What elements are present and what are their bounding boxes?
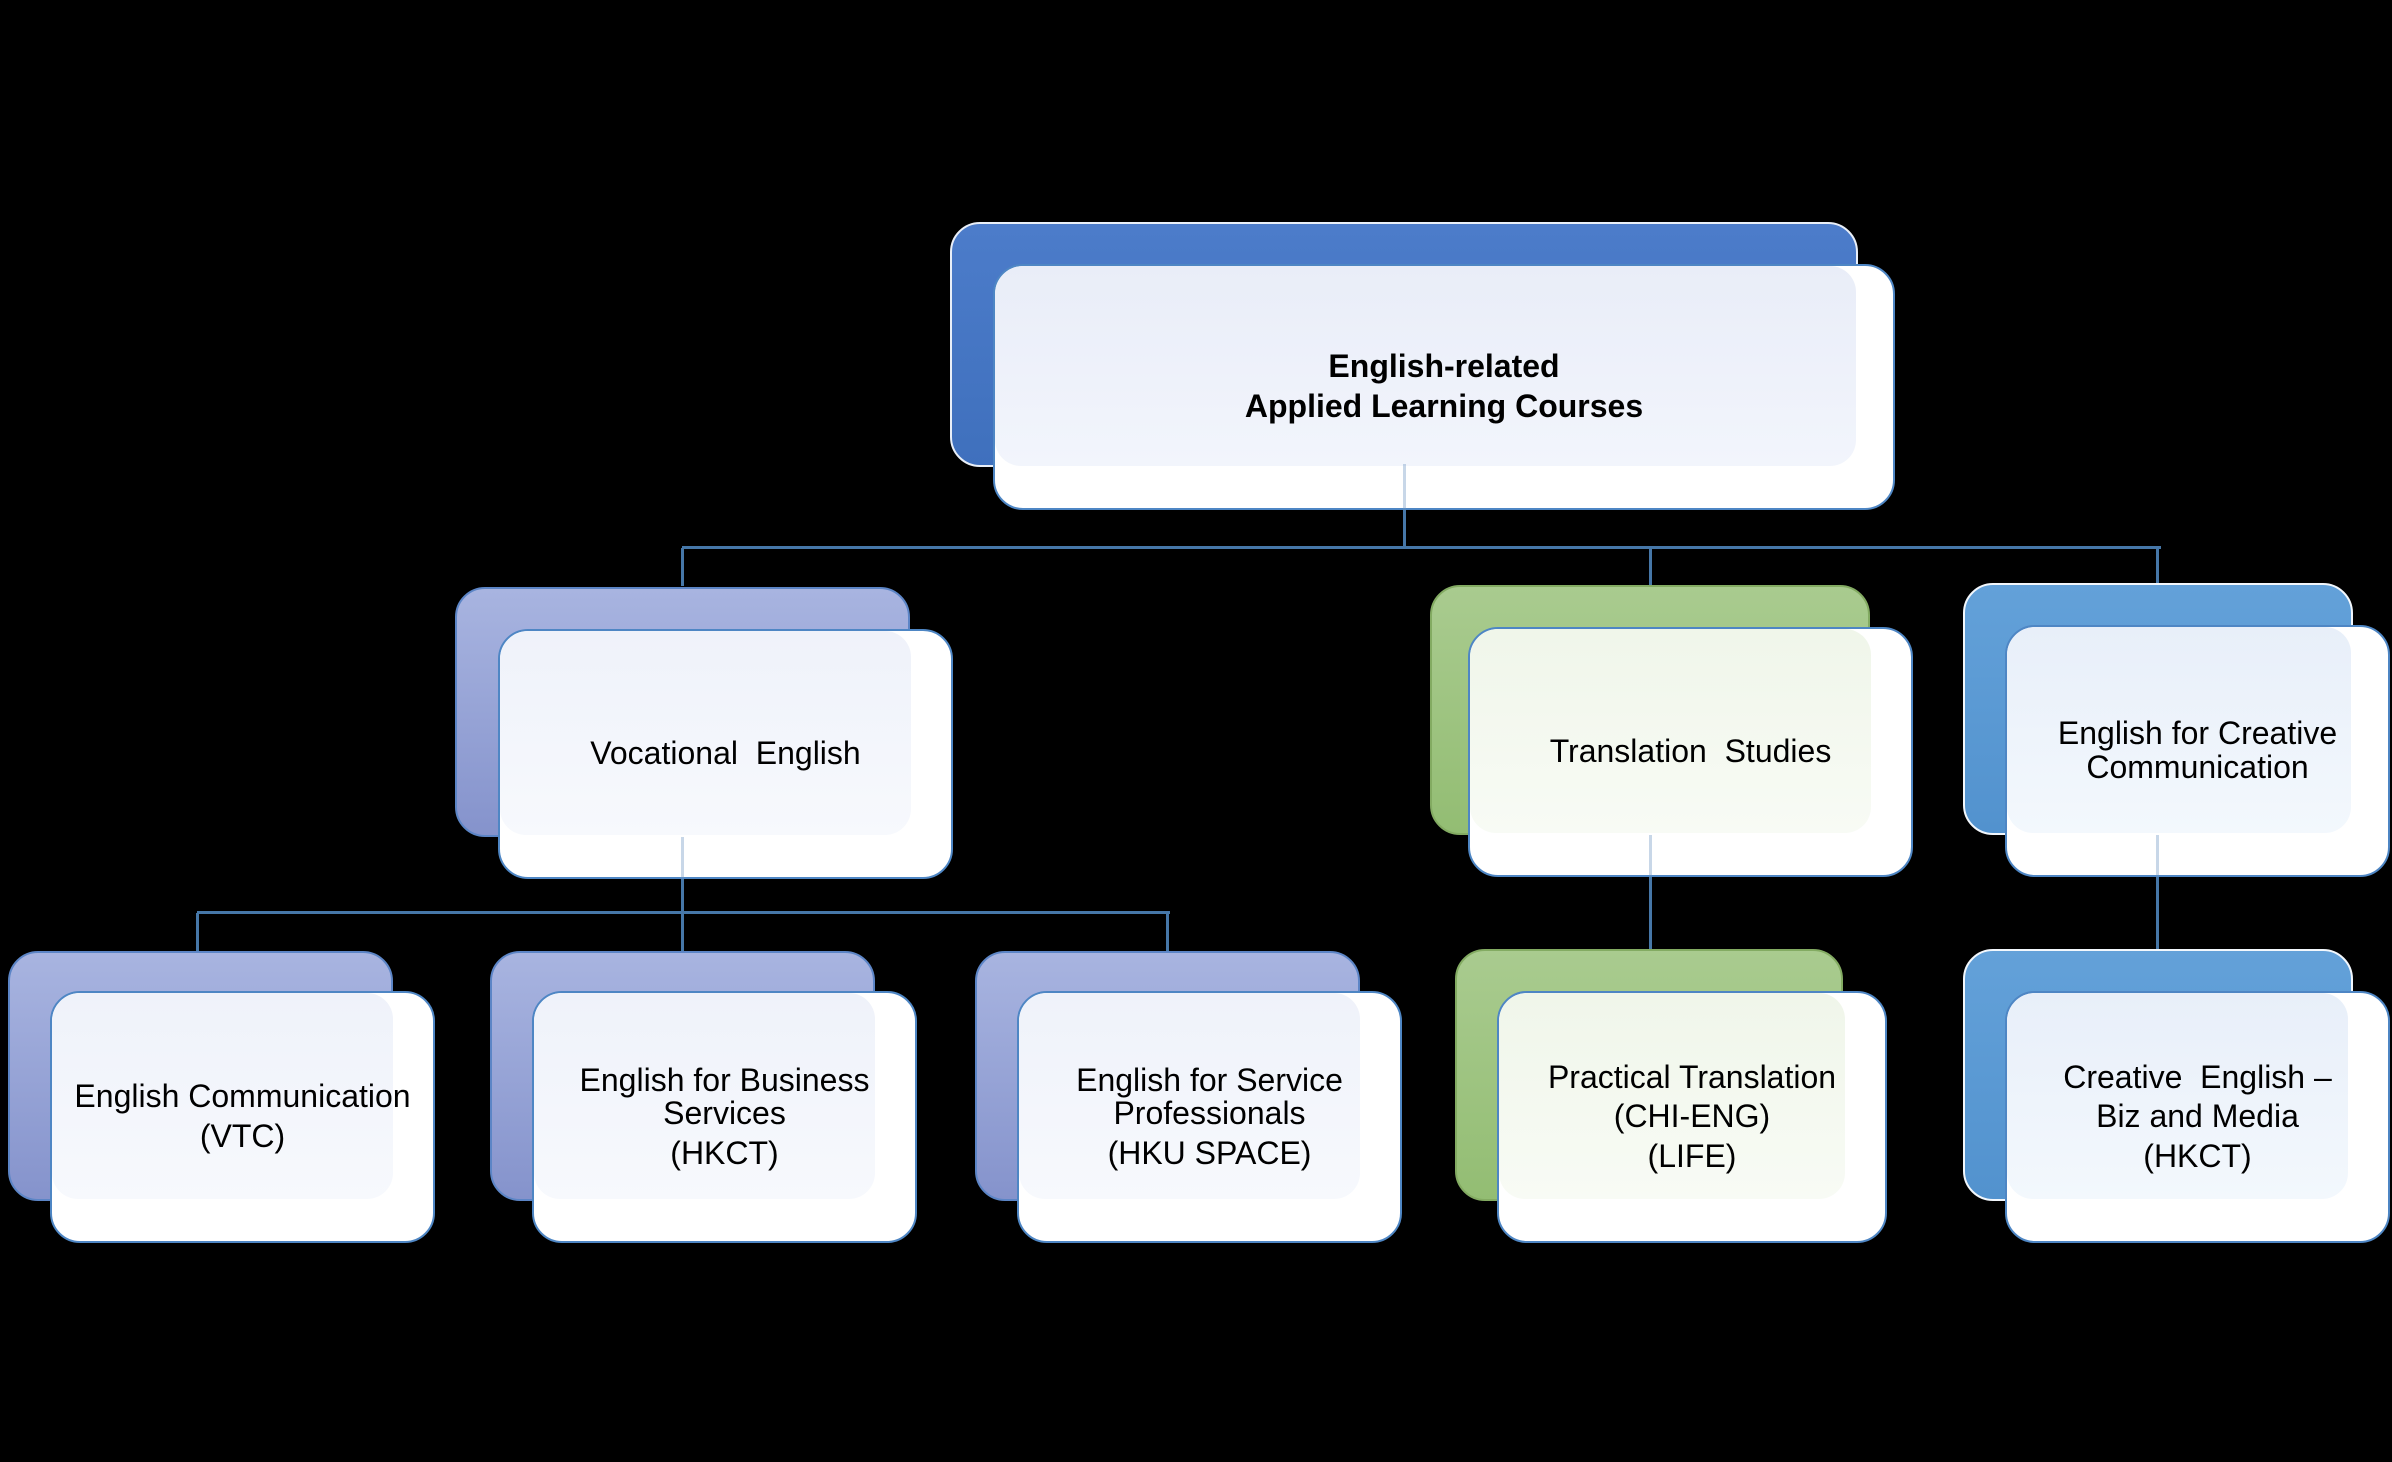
connector-faint-vocational [681,837,684,879]
connector-drop-english-communication [196,913,199,951]
label-line: English for Business Services [579,1061,879,1132]
node-card-tint [2007,993,2348,1199]
node-label: Practical Translation (CHI-ENG) (LIFE) [1528,1055,1856,1180]
node-card: Creative English – Biz and Media (HKCT) [2005,991,2390,1243]
connector-drop-translation [1649,548,1652,585]
connector-drop-business-services [681,913,684,951]
label-line: English for Service Professionals [1076,1061,1352,1132]
node-card: English for Service Professionals (HKU S… [1017,991,1402,1243]
connector-faint-creative [2156,835,2159,877]
node-card-tint [2007,627,2351,833]
label-line: English for Creative Communication [2057,715,2346,785]
node-label: Creative English – Biz and Media (HKCT) [2043,1055,2352,1180]
connector-vocational-down [681,879,684,913]
node-label: English for Business Services (HKCT) [534,1058,915,1177]
node-label: English for Creative Communication [2007,711,2388,790]
label-line: Creative English – [2063,1058,2332,1095]
node-english-communication-vtc: English Communication (VTC) [8,951,435,1243]
node-card-tint [1499,993,1845,1199]
connector-root-down [1403,510,1406,548]
label-line: Practical Translation [1547,1058,1837,1095]
node-card-tint [52,993,393,1199]
node-practical-translation-chi-eng-life: Practical Translation (CHI-ENG) (LIFE) [1455,949,1887,1243]
connector-creative-down [2156,877,2159,949]
node-card-tint [500,631,911,835]
node-card: Translation Studies [1468,627,1913,877]
node-card: English for Creative Communication [2005,625,2390,877]
label-line: English Communication [74,1078,411,1115]
node-label: English for Service Professionals (HKU S… [1019,1058,1400,1177]
node-translation-studies: Translation Studies [1430,585,1913,877]
node-card-tint [1019,993,1360,1199]
node-english-for-business-services-hkct: English for Business Services (HKCT) [490,951,917,1243]
connector-drop-vocational [681,548,684,586]
connector-level1-horizontal [682,546,2161,549]
node-card: English for Business Services (HKCT) [532,991,917,1243]
label-line: (HKU SPACE) [1107,1134,1312,1171]
connector-drop-creative [2156,548,2159,583]
node-label: English Communication (VTC) [54,1074,430,1159]
connector-faint-root [1403,464,1406,510]
node-english-related-applied-learning-courses: English-related Applied Learning Courses [950,222,1895,510]
node-card-tint [1470,629,1871,833]
label-line: (HKCT) [670,1134,779,1171]
node-label: English-related Applied Learning Courses [1225,344,1663,429]
node-vocational-english: Vocational English [455,587,953,879]
node-card: English Communication (VTC) [50,991,435,1243]
connector-level2-horizontal [197,911,1170,914]
label-line: (LIFE) [1647,1137,1737,1174]
node-card: English-related Applied Learning Courses [993,264,1895,510]
label-line: (VTC) [199,1118,286,1154]
node-english-for-creative-communication: English for Creative Communication [1963,583,2390,877]
label-line: (HKCT) [2143,1137,2252,1174]
connector-translation-down [1649,877,1652,949]
node-label: Vocational English [570,731,880,777]
label-line: English-related [1328,348,1560,385]
connector-drop-service-professionals [1166,913,1169,951]
label-line: Translation Studies [1549,733,1832,770]
node-card: Practical Translation (CHI-ENG) (LIFE) [1497,991,1887,1243]
connector-faint-translation [1649,835,1652,877]
node-card: Vocational English [498,629,953,879]
label-line: Vocational English [590,735,861,772]
node-card-tint [534,993,875,1199]
node-creative-english-biz-and-media-hkct: Creative English – Biz and Media (HKCT) [1963,949,2390,1243]
node-card-tint [995,266,1856,466]
label-line: Biz and Media [2096,1098,2299,1135]
node-label: Translation Studies [1530,729,1852,775]
node-english-for-service-professionals-hku-space: English for Service Professionals (HKU S… [975,951,1402,1243]
label-line: (CHI-ENG) [1613,1098,1771,1135]
label-line: Applied Learning Courses [1244,388,1644,424]
